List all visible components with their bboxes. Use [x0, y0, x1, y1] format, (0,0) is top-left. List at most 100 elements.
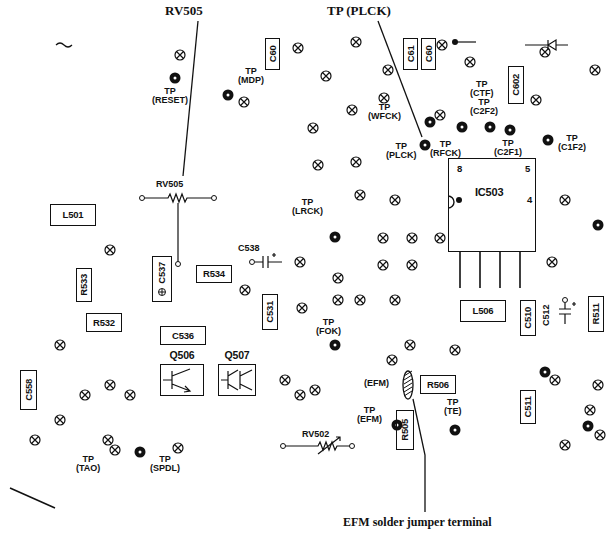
- via-hole: [355, 190, 365, 200]
- trimmer-wire: [177, 203, 178, 262]
- via-hole: [110, 445, 120, 455]
- pin-one-mark: [456, 197, 462, 203]
- part-label: C536: [172, 331, 194, 341]
- via-hole: [560, 440, 570, 450]
- via-hole: [437, 40, 447, 50]
- silkscreen-label: TP (MDP): [238, 67, 264, 85]
- test-point-hole: [461, 126, 464, 129]
- pin-label: 4: [527, 195, 532, 205]
- via-hole: [333, 295, 343, 305]
- pin-label: 8: [457, 164, 462, 174]
- via-holes: [30, 37, 605, 455]
- diode-symbol: [525, 40, 568, 50]
- via-hole: [383, 65, 393, 75]
- test-point-hole: [334, 236, 337, 239]
- part-label: C60: [268, 46, 278, 63]
- silkscreen-label: TP (FOK): [316, 318, 341, 336]
- test-point-hole: [587, 425, 590, 428]
- via-hole: [240, 285, 250, 295]
- part-label: C61: [406, 46, 416, 63]
- test-point-hole: [509, 129, 512, 132]
- transistor-box: Q507: [218, 364, 256, 396]
- component-box: L506: [460, 300, 506, 322]
- component-box: R505: [396, 410, 414, 450]
- via-hole: [293, 43, 303, 53]
- via-hole: [351, 37, 361, 47]
- silkscreen-label: TP (CTF): [470, 80, 493, 98]
- silkscreen-label: TP (EFM): [357, 406, 382, 424]
- silkscreen-label: TP (C2F1): [494, 139, 522, 157]
- part-label: R511: [591, 303, 601, 324]
- pin-label: IC503: [475, 187, 503, 198]
- via-hole: [355, 295, 365, 305]
- via-hole: [295, 257, 305, 267]
- transistor-box: Q506: [160, 364, 204, 396]
- test-point-hole: [424, 144, 427, 147]
- silkscreen-label: TP (PLCK): [386, 142, 417, 160]
- test-point-hole: [334, 344, 337, 347]
- via-hole: [435, 233, 445, 243]
- via-hole: [379, 93, 389, 103]
- via-hole: [407, 233, 417, 243]
- leader-line: [413, 399, 425, 512]
- test-points: [135, 73, 604, 458]
- silkscreen-label: TP (RFCK): [430, 140, 461, 158]
- test-point-hole: [547, 139, 550, 142]
- component-box: R533: [76, 268, 92, 302]
- test-point: [223, 90, 234, 101]
- via-hole: [295, 390, 305, 400]
- via-hole: [560, 195, 570, 205]
- test-point: [425, 117, 436, 128]
- trace: [455, 41, 476, 42]
- via-hole: [407, 260, 417, 270]
- via-hole: [310, 385, 320, 395]
- component-box: R534: [196, 265, 232, 283]
- capacitor-symbol: [255, 253, 282, 268]
- silkscreen-label: TP (WFCK): [368, 103, 401, 121]
- via-hole: [390, 295, 400, 305]
- pad: [452, 39, 458, 45]
- part-label: R533: [79, 274, 89, 296]
- part-label: R505: [400, 419, 410, 441]
- test-point-hole: [139, 451, 142, 454]
- test-point: [457, 122, 468, 133]
- via-hole: [390, 195, 400, 205]
- component-box: C536: [160, 326, 206, 345]
- silkscreen-label: TP (RESET): [152, 87, 188, 105]
- component-box: C531: [262, 294, 278, 330]
- test-point-hole: [429, 121, 432, 124]
- via-hole: [333, 273, 343, 283]
- pad: [250, 260, 255, 265]
- via-hole: [405, 340, 415, 350]
- silkscreen-label: TP (TAO): [76, 455, 100, 473]
- capacitor-symbol: [559, 302, 576, 324]
- component-box: L501: [50, 204, 96, 226]
- transistor-symbol: [221, 370, 252, 390]
- silkscreen-label: C512: [542, 304, 551, 326]
- test-point: [485, 122, 496, 133]
- pin-label: 5: [525, 164, 530, 174]
- transistor-symbol: [163, 369, 190, 392]
- board-edge: [10, 488, 55, 508]
- via-hole: [585, 405, 595, 415]
- part-label: C602: [511, 74, 521, 96]
- component-box: R511: [588, 296, 604, 332]
- via-hole: [531, 95, 541, 105]
- trimmer-symbol: [142, 194, 214, 202]
- ic-package: 8 5IC503 4: [448, 158, 536, 252]
- via-hole: [313, 160, 323, 170]
- test-point-hole: [489, 126, 492, 129]
- polarity-mark: [159, 289, 165, 295]
- via-hole: [387, 355, 397, 365]
- silkscreen-label: (EFM): [364, 379, 389, 388]
- part-label: C60: [424, 46, 434, 63]
- test-point: [543, 135, 554, 146]
- part-label: Q506: [170, 350, 195, 361]
- via-hole: [297, 303, 307, 313]
- test-point: [135, 447, 146, 458]
- via-hole: [55, 415, 65, 425]
- component-box: R506: [420, 375, 456, 394]
- via-hole: [435, 110, 445, 120]
- pad: [350, 444, 355, 449]
- silkscreen-label: TP (SPDL): [150, 455, 180, 473]
